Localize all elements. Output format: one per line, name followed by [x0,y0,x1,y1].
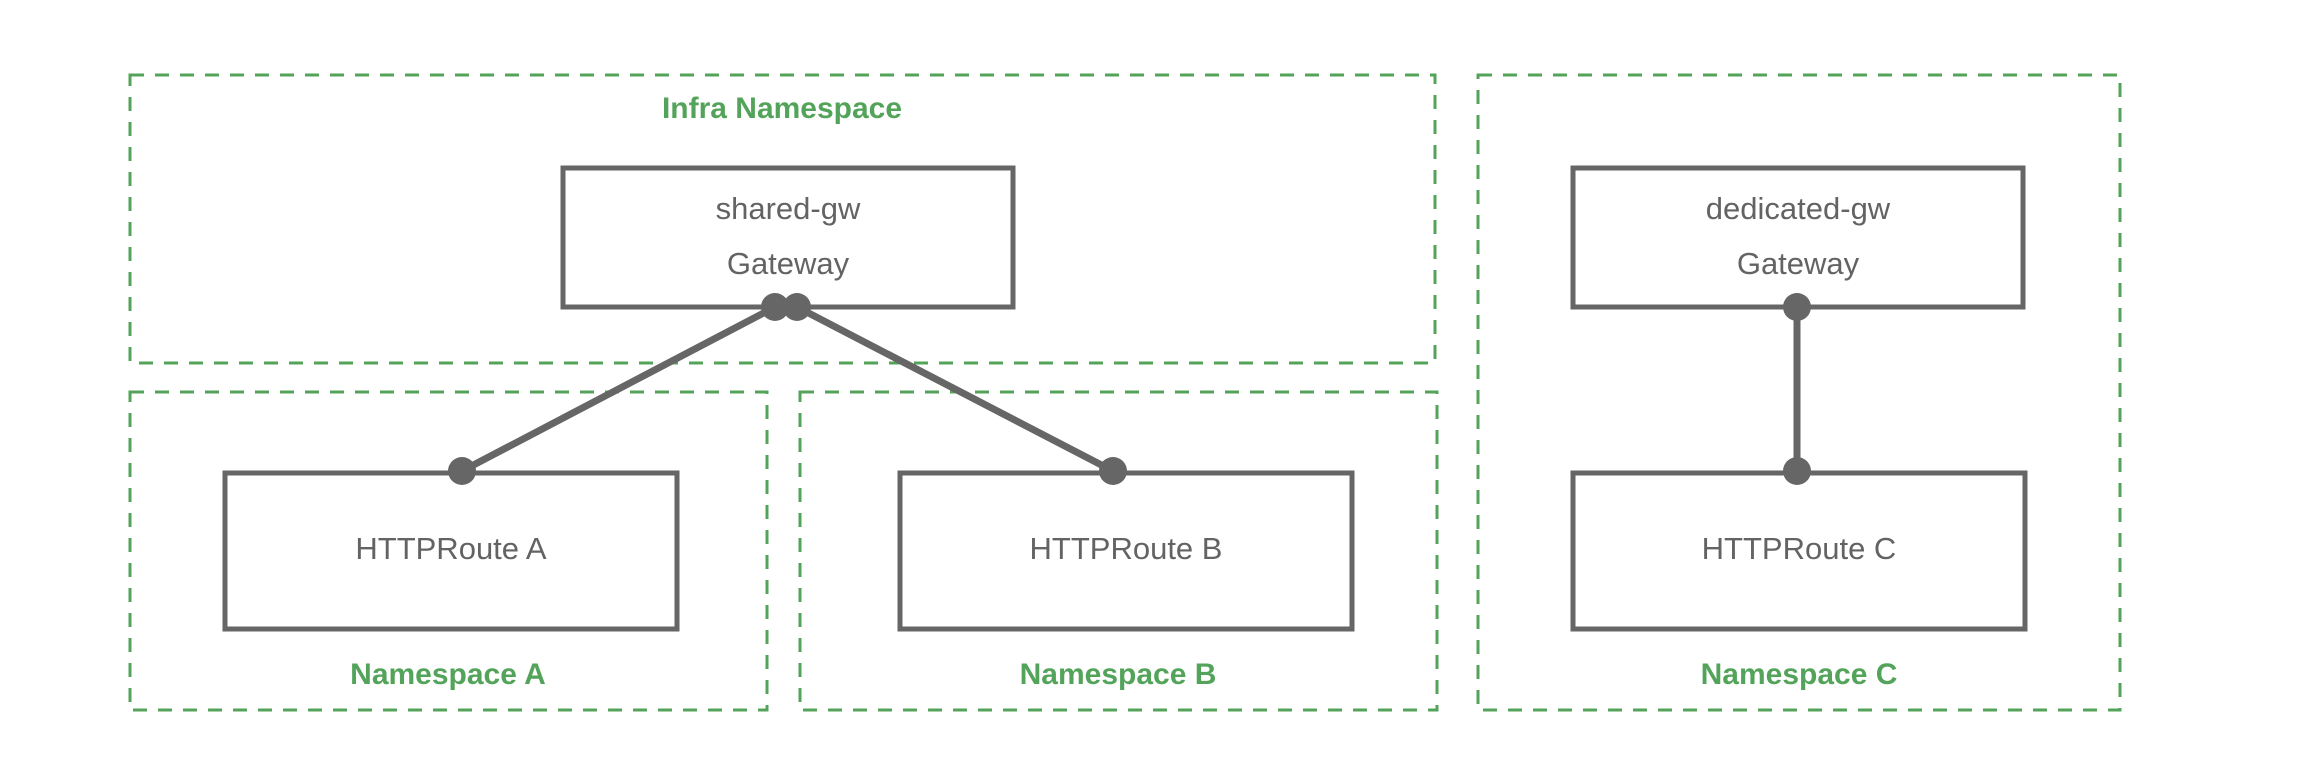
namespace-group-c: Namespace C [1476,73,2122,712]
node-box-httproute-a[interactable] [222,470,680,632]
edge-dot-httproute-a-target [448,457,476,485]
node-label-dedicated-gw-line1: dedicated-gw [1706,191,1891,226]
edge-dot-shared-gw-b-source [783,293,811,321]
namespace-boundary-b [798,390,1439,712]
node-httproute-a[interactable]: HTTPRoute A [222,470,680,632]
edge-endpoint-dots-layer [448,293,1811,485]
edge-shared-gw-to-httproute-b [795,303,1115,475]
edge-shared-gw-to-httproute-a [460,303,777,475]
node-label-shared-gw-line2: Gateway [727,246,850,281]
namespace-label-c: Namespace C [1701,658,1898,691]
namespace-group-b: Namespace B [798,390,1439,712]
node-label-dedicated-gw-line2: Gateway [1737,246,1860,281]
namespace-boundary-a [128,390,769,712]
namespace-group-a: Namespace A [128,390,769,712]
edge-dot-httproute-b-target [1099,457,1127,485]
node-httproute-b[interactable]: HTTPRoute B [897,470,1355,632]
namespace-label-a: Namespace A [350,658,546,691]
node-box-httproute-c[interactable] [1570,470,2028,632]
node-box-dedicated-gw[interactable] [1570,165,2026,310]
node-label-httproute-c: HTTPRoute C [1702,531,1897,566]
namespace-boundary-infra [128,73,1437,365]
edges-layer [460,303,1801,475]
namespace-label-b: Namespace B [1020,658,1217,691]
node-label-httproute-b: HTTPRoute B [1030,531,1223,566]
edge-dot-shared-gw-a-source [761,293,789,321]
edge-dot-httproute-c-target [1783,457,1811,485]
node-label-shared-gw-line1: shared-gw [716,191,861,226]
node-box-shared-gw[interactable] [560,165,1016,310]
namespace-boundary-c [1476,73,2122,712]
node-label-httproute-a: HTTPRoute A [355,531,547,566]
namespace-group-infra: Infra Namespace [128,73,1437,365]
node-httproute-c[interactable]: HTTPRoute C [1570,470,2028,632]
namespace-label-infra: Infra Namespace [662,92,902,125]
node-dedicated-gw-gateway[interactable]: dedicated-gw Gateway [1570,165,2026,310]
edge-dot-dedicated-gw-source [1783,293,1811,321]
node-shared-gw-gateway[interactable]: shared-gw Gateway [560,165,1016,310]
